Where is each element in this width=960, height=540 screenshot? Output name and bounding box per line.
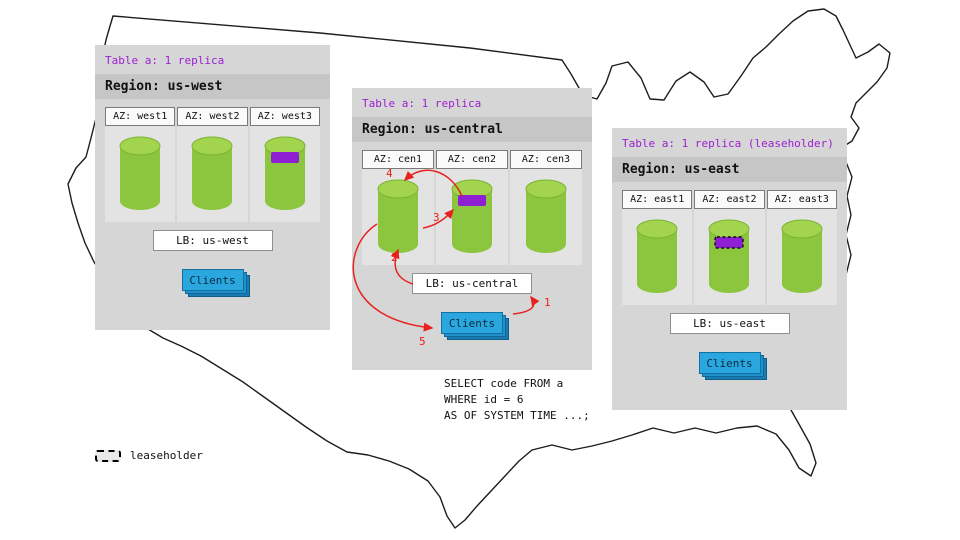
az-label: AZ: cen3 — [510, 150, 582, 169]
az-node — [177, 126, 247, 222]
legend-label: leaseholder — [130, 449, 203, 462]
az-label: AZ: cen1 — [362, 150, 434, 169]
az-node — [436, 169, 508, 265]
az-label: AZ: west3 — [249, 107, 320, 126]
load-balancer: LB: us-west — [152, 230, 273, 251]
az-column-west2: AZ: west2 — [175, 107, 248, 222]
clients-button: Clients — [441, 312, 509, 340]
az-node — [767, 209, 837, 305]
az-label: AZ: cen2 — [436, 150, 508, 169]
az-node — [510, 169, 582, 265]
database-cylinder-icon — [264, 136, 306, 210]
leaseholder-replica-band — [714, 236, 745, 249]
az-node — [362, 169, 434, 265]
az-node — [105, 126, 175, 222]
database-cylinder-icon — [781, 219, 823, 293]
az-label: AZ: east2 — [694, 190, 765, 209]
region-title: Region: us-central — [352, 117, 592, 142]
database-cylinder-icon — [451, 179, 493, 253]
table-replica-label: Table a: 1 replica — [362, 97, 482, 110]
database-cylinder-icon — [377, 179, 419, 253]
database-cylinder-icon — [119, 136, 161, 210]
az-column-west1: AZ: west1 — [105, 107, 176, 222]
az-column-east2: AZ: east2 — [692, 190, 765, 305]
database-cylinder-icon — [708, 219, 750, 293]
az-column-east3: AZ: east3 — [764, 190, 837, 305]
az-label: AZ: west2 — [177, 107, 248, 126]
region-title: Region: us-east — [612, 157, 847, 182]
az-column-east1: AZ: east1 — [622, 190, 693, 305]
sql-line: WHERE id = 6 — [444, 392, 524, 406]
az-label: AZ: west1 — [105, 107, 176, 126]
flow-step-number: 4 — [386, 167, 393, 180]
az-column-west3: AZ: west3 — [247, 107, 320, 222]
az-column-cen3: AZ: cen3 — [508, 150, 582, 265]
region-box-us-central: Table a: 1 replica Region: us-central AZ… — [352, 88, 592, 370]
az-node — [250, 126, 320, 222]
flow-step-number: 2 — [391, 251, 398, 264]
az-panel: AZ: east1 AZ: east2 — [622, 190, 837, 305]
clients-label: Clients — [698, 352, 761, 374]
clients-button: Clients — [181, 269, 250, 297]
flow-step-number: 5 — [419, 335, 426, 348]
az-node — [622, 209, 692, 305]
leaseholder-swatch-icon — [95, 449, 121, 462]
database-cylinder-icon — [191, 136, 233, 210]
database-cylinder-icon — [525, 179, 567, 253]
sql-query-text: SELECT code FROM a WHERE id = 6 AS OF SY… — [437, 372, 601, 428]
table-replica-label: Table a: 1 replica — [105, 54, 225, 67]
database-cylinder-icon — [636, 219, 678, 293]
load-balancer: LB: us-east — [669, 313, 790, 334]
load-balancer: LB: us-central — [412, 273, 532, 294]
table-replica-label: Table a: 1 replica (leaseholder) — [622, 137, 834, 150]
clients-label: Clients — [181, 269, 244, 291]
az-panel: AZ: west1 AZ: west2 AZ: — [105, 107, 320, 222]
region-box-us-east: Table a: 1 replica (leaseholder) Region:… — [612, 128, 847, 410]
clients-label: Clients — [441, 312, 503, 334]
sql-line: AS OF SYSTEM TIME ...; — [444, 408, 590, 422]
sql-line: SELECT code FROM a — [444, 377, 564, 390]
leaseholder-legend: leaseholder — [95, 449, 203, 462]
az-column-cen1: AZ: cen1 — [362, 150, 434, 265]
flow-step-number: 1 — [544, 296, 551, 309]
az-column-cen2: AZ: cen2 — [434, 150, 508, 265]
region-title: Region: us-west — [95, 74, 330, 99]
region-box-us-west: Table a: 1 replica Region: us-west AZ: w… — [95, 45, 330, 330]
az-label: AZ: east3 — [766, 190, 837, 209]
az-node — [694, 209, 764, 305]
az-panel: AZ: cen1 AZ: cen2 — [362, 150, 582, 265]
replica-band — [270, 152, 299, 163]
az-label: AZ: east1 — [622, 190, 693, 209]
clients-button: Clients — [698, 352, 767, 380]
flow-step-number: 3 — [433, 211, 440, 224]
replica-band — [458, 195, 486, 206]
